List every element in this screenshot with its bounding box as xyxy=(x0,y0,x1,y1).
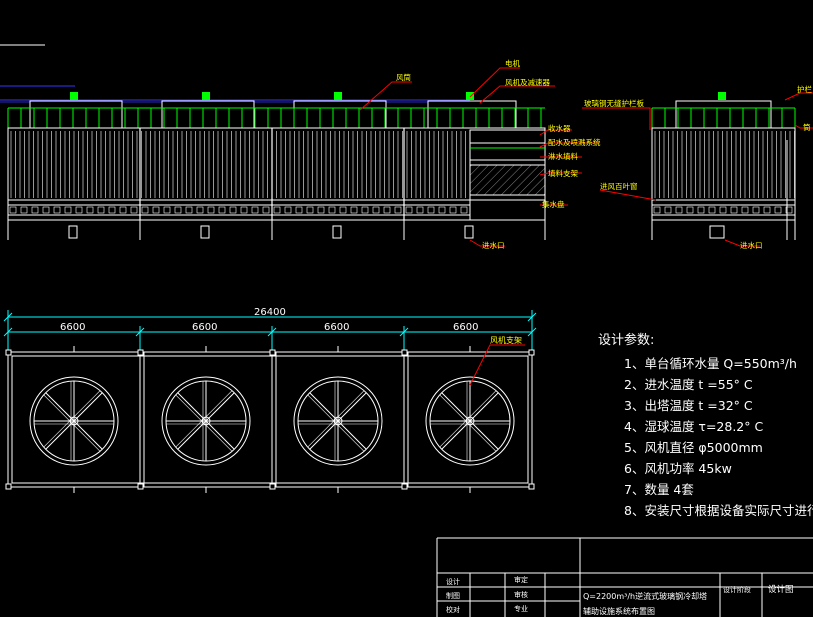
front-elevation: 风筒 电机 风机及减速器 玻璃钢无缝护栏板 护栏 收水器 配水及喷溅系统 淋水填… xyxy=(0,44,813,250)
label-right-edge: 筒 xyxy=(803,122,811,132)
tb-review: 审定 xyxy=(514,575,528,584)
leader-lines xyxy=(359,67,813,247)
dim-seg-4: 6600 xyxy=(453,322,478,333)
label-water-collector: 收水器 xyxy=(548,123,571,133)
label-inlet-left: 进水口 xyxy=(482,240,505,250)
internal-section xyxy=(469,129,546,221)
label-guardrail: 护栏 xyxy=(797,84,812,94)
title-block xyxy=(436,537,813,617)
tb-stage-value: 设计图 xyxy=(768,584,794,595)
plan-corner-posts xyxy=(5,349,535,490)
design-param-line-5: 5、风机直径 φ5000mm xyxy=(624,440,763,455)
motor-icons xyxy=(70,92,726,100)
tb-specialty: 专业 xyxy=(514,604,528,613)
plan-ticks xyxy=(73,346,471,493)
dim-seg-1: 6600 xyxy=(60,322,85,333)
elevation-label-group: 风筒 电机 风机及减速器 玻璃钢无缝护栏板 护栏 收水器 配水及喷溅系统 淋水填… xyxy=(396,58,812,250)
dim-total: 26400 xyxy=(254,307,286,318)
design-param-line-3: 3、出塔温度 t =32° C xyxy=(624,398,753,413)
label-motor: 电机 xyxy=(505,58,520,68)
plan-outline xyxy=(7,351,533,488)
fan-housings xyxy=(29,100,772,129)
design-param-line-6: 6、风机功率 45kw xyxy=(624,461,732,476)
design-param-line-8: 8、安装尺寸根据设备实际尺寸进行 xyxy=(624,503,813,518)
support-legs xyxy=(7,140,796,240)
label-inlet-louver: 进风百叶窗 xyxy=(600,181,638,191)
tb-drawing-name: 辅助设施系统布置图 xyxy=(583,606,655,616)
label-fan-duct: 风筒 xyxy=(396,72,411,82)
label-water-distribution: 配水及喷溅系统 xyxy=(548,137,601,147)
label-basin: 集水盘 xyxy=(542,199,565,209)
design-param-line-4: 4、湿球温度 τ=28.2° C xyxy=(624,419,764,434)
label-glass-fiber-guard: 玻璃钢无缝护栏板 xyxy=(584,98,644,108)
label-fill: 淋水填料 xyxy=(548,151,578,161)
design-parameters: 设计参数: 1、单台循环水量 Q=550m³/h 2、进水温度 t =55° C… xyxy=(598,330,813,521)
tb-stage-label: 设计阶段 xyxy=(723,585,751,594)
tower-body-left xyxy=(7,127,546,221)
tb-audit: 审核 xyxy=(514,590,528,599)
dimension-labels: 26400 6600 6600 6600 6600 xyxy=(60,307,478,333)
title-block-text: 设计 制图 校对 审定 审核 专业 设计阶段 设计图 xyxy=(446,575,794,614)
tb-project: Q=2200m³/h逆流式玻璃钢冷却塔 xyxy=(583,591,707,601)
tb-draw: 制图 xyxy=(446,591,460,600)
dim-seg-3: 6600 xyxy=(324,322,349,333)
dimension-lines xyxy=(3,310,537,352)
fans xyxy=(29,376,515,466)
label-fan-support: 风机支架 xyxy=(490,335,522,345)
tb-check: 校对 xyxy=(446,605,460,614)
label-fill-support: 填料支架 xyxy=(548,168,578,178)
title-block-project: Q=2200m³/h逆流式玻璃钢冷却塔 辅助设施系统布置图 xyxy=(583,591,707,616)
tb-design: 设计 xyxy=(446,577,460,586)
plan-view: 26400 6600 6600 6600 6600 xyxy=(3,307,537,493)
label-inlet-right: 进水口 xyxy=(740,240,763,250)
design-param-line-1: 1、单台循环水量 Q=550m³/h xyxy=(624,356,797,371)
inlet-pipes xyxy=(68,225,725,239)
dim-seg-2: 6600 xyxy=(192,322,217,333)
design-param-line-2: 2、进水温度 t =55° C xyxy=(624,377,753,392)
design-params-title: 设计参数: xyxy=(598,333,655,348)
fan-support-leader xyxy=(469,344,525,386)
design-param-line-7: 7、数量 4套 xyxy=(624,482,694,497)
label-fan-reducer: 风机及减速器 xyxy=(505,77,550,87)
tower-body-right xyxy=(651,127,796,221)
